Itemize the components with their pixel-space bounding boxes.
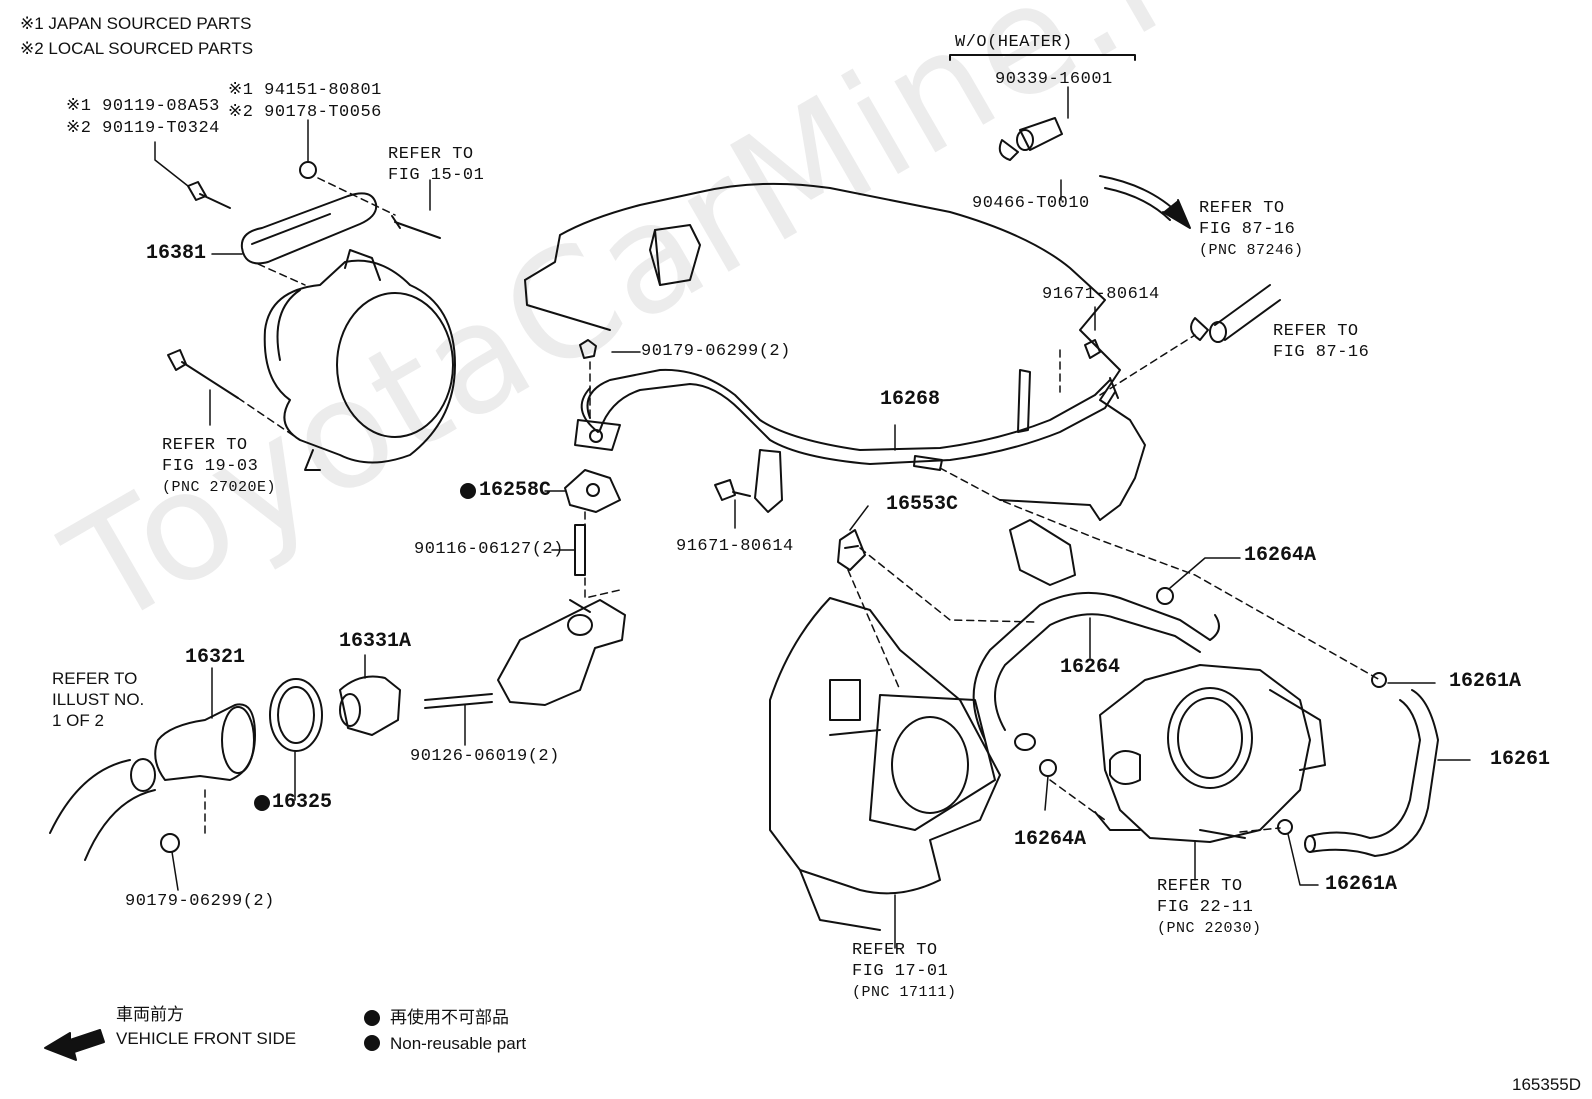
refer-illust-no: REFER TO ILLUST NO. 1 OF 2 — [52, 669, 145, 730]
nonreusable-jp: 再使用不可部品 — [390, 1008, 509, 1027]
dashed-lines — [204, 177, 1381, 839]
nonreusable-bullet-icon — [364, 1010, 380, 1026]
nonreusable-marker-icon — [254, 795, 270, 811]
part-label-16321: 16321 — [185, 646, 246, 669]
part-label-16381: 16381 — [146, 242, 207, 265]
intake-manifold-drawing — [769, 597, 1001, 931]
refer-fig-17-01: REFER TO FIG 17-01 (PNC 17111) — [852, 941, 957, 1001]
part-label-16264: 16264 — [1060, 656, 1121, 679]
water-pipe-16268-drawing — [574, 368, 1119, 513]
nonreusable-marker-icon — [460, 483, 476, 499]
direction-jp: 車両前方 — [116, 1005, 184, 1024]
direction-en: VEHICLE FRONT SIDE — [116, 1029, 297, 1048]
part-label-90126: 90126-06019(2) — [410, 747, 560, 766]
leader-lines — [154, 86, 1471, 949]
part-label-90179-bottom: 90179-06299(2) — [125, 892, 275, 911]
alternator-drawing — [167, 161, 456, 471]
part-label-16261a-top: 16261A — [1449, 670, 1522, 693]
throttle-body-drawing — [1094, 664, 1326, 843]
part-label-90339: 90339-16001 — [995, 70, 1113, 89]
legend-japan-sourced: ※1 JAPAN SOURCED PARTS — [20, 14, 252, 33]
engine-cover-drawing — [524, 182, 1146, 586]
part-label-90178-t0056: ※2 90178-T0056 — [228, 103, 382, 122]
nonreusable-bullet-icon — [364, 1035, 380, 1051]
part-label-16553c: 16553C — [886, 493, 959, 516]
part-label-16268: 16268 — [880, 388, 941, 411]
part-label-16261a-bottom: 16261A — [1325, 873, 1398, 896]
part-label-90116: 90116-06127(2) — [414, 540, 564, 559]
legend-local-sourced: ※2 LOCAL SOURCED PARTS — [20, 39, 254, 58]
part-label-16331a: 16331A — [339, 630, 412, 653]
hose-16264-drawing — [972, 587, 1220, 777]
clip-16553c-drawing — [837, 529, 866, 571]
small-parts-drawing — [424, 339, 751, 709]
heater-hose-drawing — [949, 54, 1281, 359]
figure-id: 165355D — [1512, 1075, 1582, 1094]
part-label-16261: 16261 — [1490, 748, 1551, 771]
wo-heater-label: W/O(HEATER) — [955, 33, 1073, 52]
nonreusable-en: Non-reusable part — [390, 1034, 527, 1053]
part-label-91671-bottom: 91671-80614 — [676, 537, 794, 556]
refer-fig-19-03: REFER TO FIG 19-03 (PNC 27020E) — [162, 436, 277, 496]
refer-fig-87-16-pnc: REFER TO FIG 87-16 (PNC 87246) — [1199, 199, 1304, 259]
part-label-94151-80801: ※1 94151-80801 — [228, 81, 382, 100]
part-label-90179-top: 90179-06299(2) — [641, 342, 791, 361]
hose-16261-drawing — [1277, 672, 1439, 857]
part-label-16325: 16325 — [272, 791, 333, 814]
part-label-90119-08a53: ※1 90119-08A53 — [66, 97, 220, 116]
thermostat-drawing — [49, 675, 401, 861]
part-label-16258c: 16258C — [479, 479, 552, 502]
part-label-16264a-top: 16264A — [1244, 544, 1317, 567]
front-arrow-icon — [44, 1029, 105, 1061]
part-label-90466: 90466-T0010 — [972, 194, 1090, 213]
part-label-91671-top: 91671-80614 — [1042, 285, 1160, 304]
part-label-16264a-bottom: 16264A — [1014, 828, 1087, 851]
refer-fig-22-11: REFER TO FIG 22-11 (PNC 22030) — [1157, 877, 1262, 937]
refer-fig-15-01: REFER TO FIG 15-01 — [388, 145, 485, 185]
part-label-90119-t0324: ※2 90119-T0324 — [66, 119, 220, 138]
refer-fig-87-16: REFER TO FIG 87-16 — [1273, 322, 1370, 362]
